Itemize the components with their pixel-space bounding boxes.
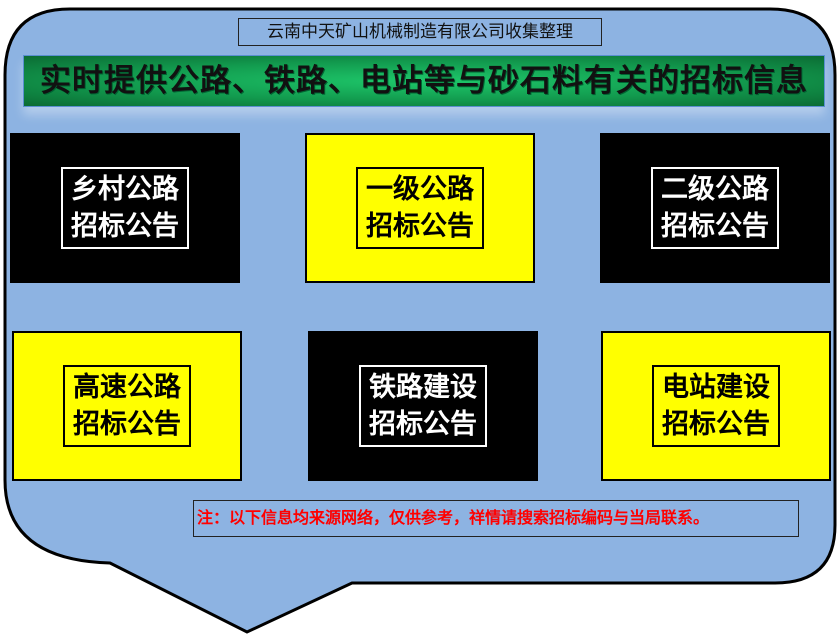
- card-line1: 电站建设: [662, 372, 770, 403]
- card-line2: 招标公告: [71, 211, 179, 242]
- card-label: 高速公路招标公告: [63, 365, 191, 447]
- card-line2: 招标公告: [73, 409, 181, 440]
- banner-title: 实时提供公路、铁路、电站等与砂石料有关的招标信息: [23, 55, 825, 107]
- card-highway[interactable]: 高速公路招标公告: [12, 331, 242, 481]
- card-line1: 乡村公路: [71, 174, 179, 205]
- card-class2-road[interactable]: 二级公路招标公告: [600, 133, 830, 283]
- card-label: 一级公路招标公告: [356, 167, 484, 249]
- disclaimer-note: 注：以下信息均来源网络，仅供参考，祥情请搜索招标编码与当局联系。: [193, 500, 799, 537]
- source-label: 云南中天矿山机械制造有限公司收集整理: [238, 18, 602, 46]
- card-line1: 铁路建设: [369, 372, 477, 403]
- card-railway[interactable]: 铁路建设招标公告: [308, 331, 538, 481]
- card-line2: 招标公告: [662, 409, 770, 440]
- card-class1-road[interactable]: 一级公路招标公告: [305, 133, 535, 283]
- card-label: 电站建设招标公告: [652, 365, 780, 447]
- card-label: 乡村公路招标公告: [61, 167, 189, 249]
- card-label: 二级公路招标公告: [651, 167, 779, 249]
- card-line2: 招标公告: [366, 211, 474, 242]
- card-power-station[interactable]: 电站建设招标公告: [601, 331, 831, 481]
- card-rural-road[interactable]: 乡村公路招标公告: [10, 133, 240, 283]
- card-line1: 一级公路: [366, 174, 474, 205]
- card-line2: 招标公告: [661, 211, 769, 242]
- card-line1: 高速公路: [73, 372, 181, 403]
- card-line2: 招标公告: [369, 409, 477, 440]
- card-line1: 二级公路: [661, 174, 769, 205]
- card-label: 铁路建设招标公告: [359, 365, 487, 447]
